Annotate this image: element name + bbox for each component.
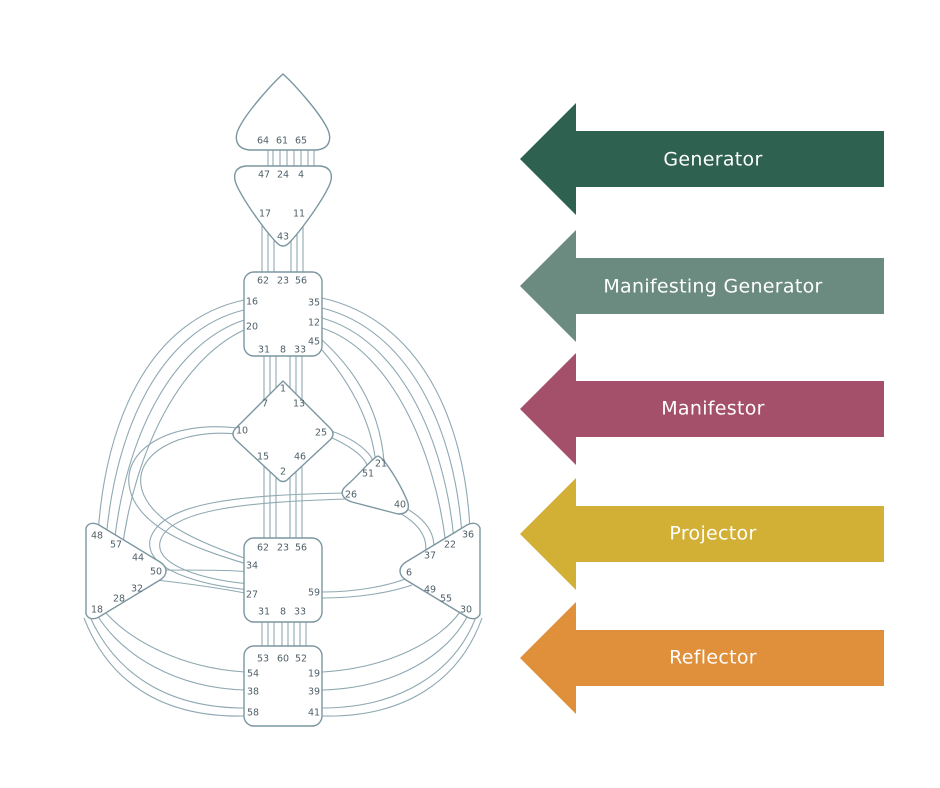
svg-text:1: 1 xyxy=(280,384,286,395)
svg-text:65: 65 xyxy=(295,136,307,147)
svg-text:37: 37 xyxy=(424,551,436,562)
svg-text:47: 47 xyxy=(258,170,270,181)
svg-text:51: 51 xyxy=(362,469,374,480)
svg-text:62: 62 xyxy=(257,543,269,554)
arrow-shape xyxy=(520,353,884,465)
svg-text:34: 34 xyxy=(246,561,258,572)
svg-text:52: 52 xyxy=(295,654,307,665)
sacral-center: 62 23 56 34 27 59 31 8 33 xyxy=(243,537,323,623)
channel-lines xyxy=(83,150,483,717)
svg-text:58: 58 xyxy=(247,708,259,719)
svg-text:22: 22 xyxy=(444,540,456,551)
svg-text:17: 17 xyxy=(259,209,271,220)
svg-text:16: 16 xyxy=(246,297,258,308)
svg-text:20: 20 xyxy=(246,322,258,333)
svg-text:27: 27 xyxy=(246,590,258,601)
svg-text:8: 8 xyxy=(280,345,286,356)
ajna-center: 47 24 4 17 11 43 xyxy=(234,165,332,247)
svg-text:56: 56 xyxy=(295,543,307,554)
type-arrow-manifestor: Manifestor xyxy=(520,353,884,465)
svg-text:25: 25 xyxy=(315,428,327,439)
svg-text:59: 59 xyxy=(308,588,320,599)
arrow-label-projector: Projector xyxy=(669,523,756,545)
svg-text:38: 38 xyxy=(247,687,259,698)
svg-text:28: 28 xyxy=(113,594,125,605)
svg-text:64: 64 xyxy=(257,136,269,147)
svg-text:11: 11 xyxy=(293,209,305,220)
svg-text:44: 44 xyxy=(132,553,144,564)
svg-text:36: 36 xyxy=(462,530,474,541)
svg-text:56: 56 xyxy=(295,276,307,287)
arrow-shape xyxy=(520,478,884,590)
svg-text:41: 41 xyxy=(308,708,320,719)
arrow-shape xyxy=(520,103,884,215)
solar-plexus-center: 36 22 37 6 49 55 30 xyxy=(399,522,481,620)
svg-text:18: 18 xyxy=(91,605,103,616)
svg-text:57: 57 xyxy=(110,540,122,551)
svg-text:21: 21 xyxy=(375,459,387,470)
svg-text:33: 33 xyxy=(294,607,306,618)
svg-text:39: 39 xyxy=(308,687,320,698)
svg-text:10: 10 xyxy=(236,426,248,437)
svg-text:33: 33 xyxy=(294,345,306,356)
svg-text:19: 19 xyxy=(308,669,320,680)
svg-text:23: 23 xyxy=(277,543,289,554)
type-arrow-manifesting-generator: Manifesting Generator xyxy=(520,230,884,342)
svg-text:7: 7 xyxy=(262,399,268,410)
head-center: 64 61 65 xyxy=(235,73,331,151)
svg-text:48: 48 xyxy=(91,531,103,542)
arrow-label-manifestor: Manifestor xyxy=(661,398,765,420)
arrow-shape xyxy=(520,230,884,342)
arrow-label-generator: Generator xyxy=(663,149,762,171)
svg-text:43: 43 xyxy=(277,232,289,243)
root-center: 53 60 52 54 19 38 39 58 41 xyxy=(243,645,323,727)
arrow-shape xyxy=(520,602,884,714)
svg-text:30: 30 xyxy=(460,605,472,616)
type-arrow-projector: Projector xyxy=(520,478,884,590)
svg-text:61: 61 xyxy=(276,136,288,147)
svg-text:49: 49 xyxy=(424,585,436,596)
arrow-label-reflector: Reflector xyxy=(669,647,757,669)
svg-text:60: 60 xyxy=(277,654,289,665)
g-center: 1 7 13 10 25 15 46 2 xyxy=(232,380,334,483)
type-arrow-reflector: Reflector xyxy=(520,602,884,714)
svg-text:31: 31 xyxy=(258,607,270,618)
svg-text:15: 15 xyxy=(257,452,269,463)
svg-text:4: 4 xyxy=(298,170,304,181)
svg-text:40: 40 xyxy=(394,500,406,511)
heart-center: 21 51 26 40 xyxy=(341,455,410,515)
svg-text:53: 53 xyxy=(257,654,269,665)
svg-text:32: 32 xyxy=(131,584,143,595)
svg-text:13: 13 xyxy=(293,399,305,410)
arrow-label-manifesting-generator: Manifesting Generator xyxy=(603,276,822,298)
svg-text:24: 24 xyxy=(277,170,289,181)
svg-text:23: 23 xyxy=(277,276,289,287)
svg-text:35: 35 xyxy=(308,298,320,309)
svg-text:31: 31 xyxy=(258,345,270,356)
svg-text:2: 2 xyxy=(280,467,286,478)
svg-text:46: 46 xyxy=(294,452,306,463)
svg-text:26: 26 xyxy=(345,490,357,501)
type-arrow-generator: Generator xyxy=(520,103,884,215)
svg-text:62: 62 xyxy=(257,276,269,287)
svg-text:6: 6 xyxy=(406,568,412,579)
svg-text:50: 50 xyxy=(150,567,162,578)
throat-center: 62 23 56 16 20 35 12 45 31 8 33 xyxy=(243,271,323,357)
svg-text:12: 12 xyxy=(308,318,320,329)
svg-text:55: 55 xyxy=(440,594,452,605)
spleen-center: 48 57 44 50 32 28 18 xyxy=(85,522,167,620)
svg-text:45: 45 xyxy=(308,337,320,348)
svg-text:8: 8 xyxy=(280,607,286,618)
svg-text:54: 54 xyxy=(247,669,259,680)
